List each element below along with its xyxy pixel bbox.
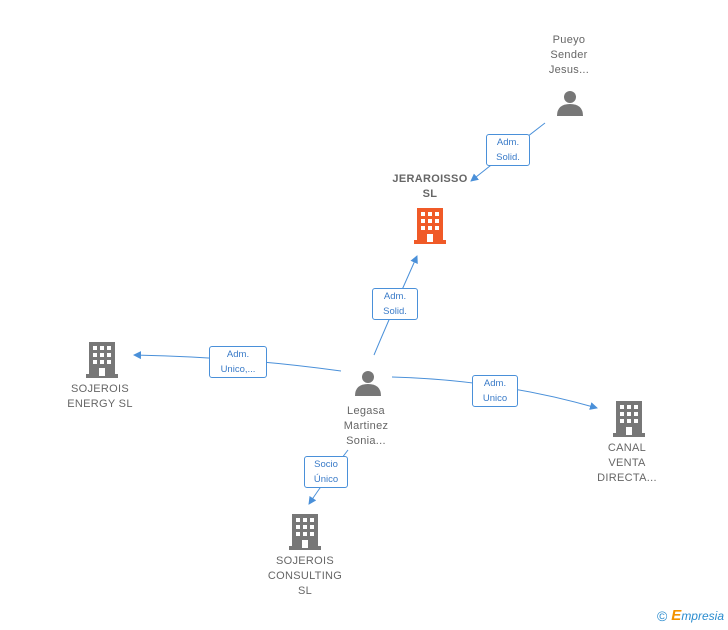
node-label-sojerois-consulting[interactable]: SOJEROIS CONSULTING SL: [267, 555, 343, 597]
node-label-jeraroisso[interactable]: JERAROISSO SL: [392, 173, 468, 200]
building-icon[interactable]: [289, 514, 321, 555]
brand-logo: Empresia: [671, 607, 724, 624]
edge-label-legasa-consulting[interactable]: Socio Único: [304, 456, 348, 488]
person-icon[interactable]: [354, 369, 382, 402]
node-label-canal-venta[interactable]: CANAL VENTA DIRECTA...: [597, 442, 657, 484]
edge-label-legasa-jeraroisso[interactable]: Adm. Solid.: [372, 288, 418, 320]
building-icon[interactable]: [414, 208, 446, 249]
building-icon[interactable]: [613, 401, 645, 442]
node-label-legasa[interactable]: Legasa Martinez Sonia...: [343, 405, 389, 447]
node-label-sojerois-energy[interactable]: SOJEROIS ENERGY SL: [67, 383, 133, 410]
edge-label-legasa-energy[interactable]: Adm. Unico,...: [209, 346, 267, 378]
person-icon[interactable]: [556, 89, 584, 122]
empresia-watermark: © Empresia: [657, 607, 724, 624]
edge-label-legasa-canal[interactable]: Adm. Unico: [472, 375, 518, 407]
building-icon[interactable]: [86, 342, 118, 383]
edge-label-pueyo-jeraroisso[interactable]: Adm. Solid.: [486, 134, 530, 166]
node-label-pueyo[interactable]: Pueyo Sender Jesus...: [548, 34, 590, 76]
copyright-symbol: ©: [656, 607, 668, 624]
